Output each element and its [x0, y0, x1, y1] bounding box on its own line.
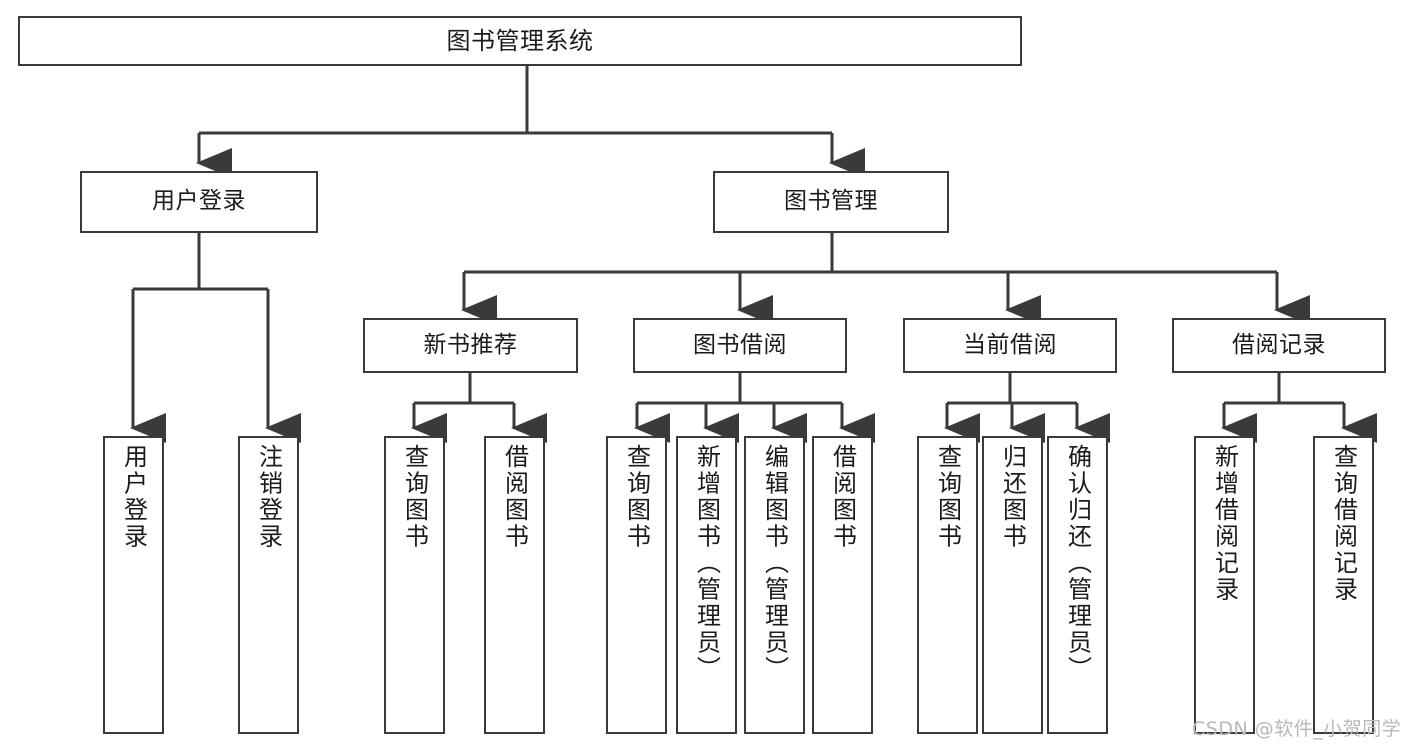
leaf-current-confirm-return[interactable]: 确认归还（管理员）	[1047, 436, 1108, 734]
node-book-management[interactable]: 图书管理	[713, 171, 949, 233]
leaf-borrow-edit-book[interactable]: 编辑图书（管理员）	[744, 436, 805, 734]
node-label: 新书推荐	[423, 331, 518, 358]
node-label: 确认归还（管理员）	[1063, 444, 1092, 683]
node-label: 查询图书	[400, 444, 429, 550]
node-label: 借阅图书	[828, 444, 857, 550]
node-root-system[interactable]: 图书管理系统	[18, 16, 1022, 66]
leaf-recommend-query-book[interactable]: 查询图书	[384, 436, 445, 734]
node-label: 新增借阅记录	[1210, 444, 1239, 603]
node-label: 图书借阅	[693, 331, 787, 358]
node-label: 注销登录	[254, 444, 283, 550]
node-label: 用户登录	[119, 444, 148, 550]
leaf-current-return-book[interactable]: 归还图书	[982, 436, 1043, 734]
leaf-user-login-signin[interactable]: 用户登录	[103, 436, 164, 734]
leaf-borrow-query-book[interactable]: 查询图书	[606, 436, 667, 734]
node-label: 借阅记录	[1232, 331, 1326, 358]
leaf-borrow-borrow-book[interactable]: 借阅图书	[812, 436, 873, 734]
node-label: 查询图书	[933, 444, 962, 550]
leaf-borrow-add-book[interactable]: 新增图书（管理员）	[676, 436, 737, 734]
node-book-borrow[interactable]: 图书借阅	[633, 318, 847, 373]
node-label: 编辑图书（管理员）	[760, 444, 789, 683]
node-label: 当前借阅	[963, 331, 1057, 358]
node-user-login[interactable]: 用户登录	[80, 171, 318, 233]
node-new-book-recommend[interactable]: 新书推荐	[363, 318, 578, 373]
node-label: 新增图书（管理员）	[692, 444, 721, 683]
node-label: 图书管理系统	[446, 26, 594, 55]
node-label: 归还图书	[998, 444, 1027, 550]
node-label: 查询借阅记录	[1329, 444, 1358, 603]
csdn-watermark: CSDN @软件_小贺同学	[1192, 718, 1402, 740]
node-current-borrow[interactable]: 当前借阅	[903, 318, 1117, 373]
leaf-current-query-book[interactable]: 查询图书	[917, 436, 978, 734]
leaf-recommend-borrow-book[interactable]: 借阅图书	[484, 436, 545, 734]
node-label: 查询图书	[622, 444, 651, 550]
node-borrow-record[interactable]: 借阅记录	[1172, 318, 1386, 373]
node-label: 借阅图书	[500, 444, 529, 550]
leaf-user-login-signout[interactable]: 注销登录	[238, 436, 299, 734]
node-label: 图书管理	[784, 188, 878, 215]
node-label: 用户登录	[152, 188, 246, 215]
leaf-record-query-record[interactable]: 查询借阅记录	[1313, 436, 1374, 734]
leaf-record-add-record[interactable]: 新增借阅记录	[1194, 436, 1255, 734]
